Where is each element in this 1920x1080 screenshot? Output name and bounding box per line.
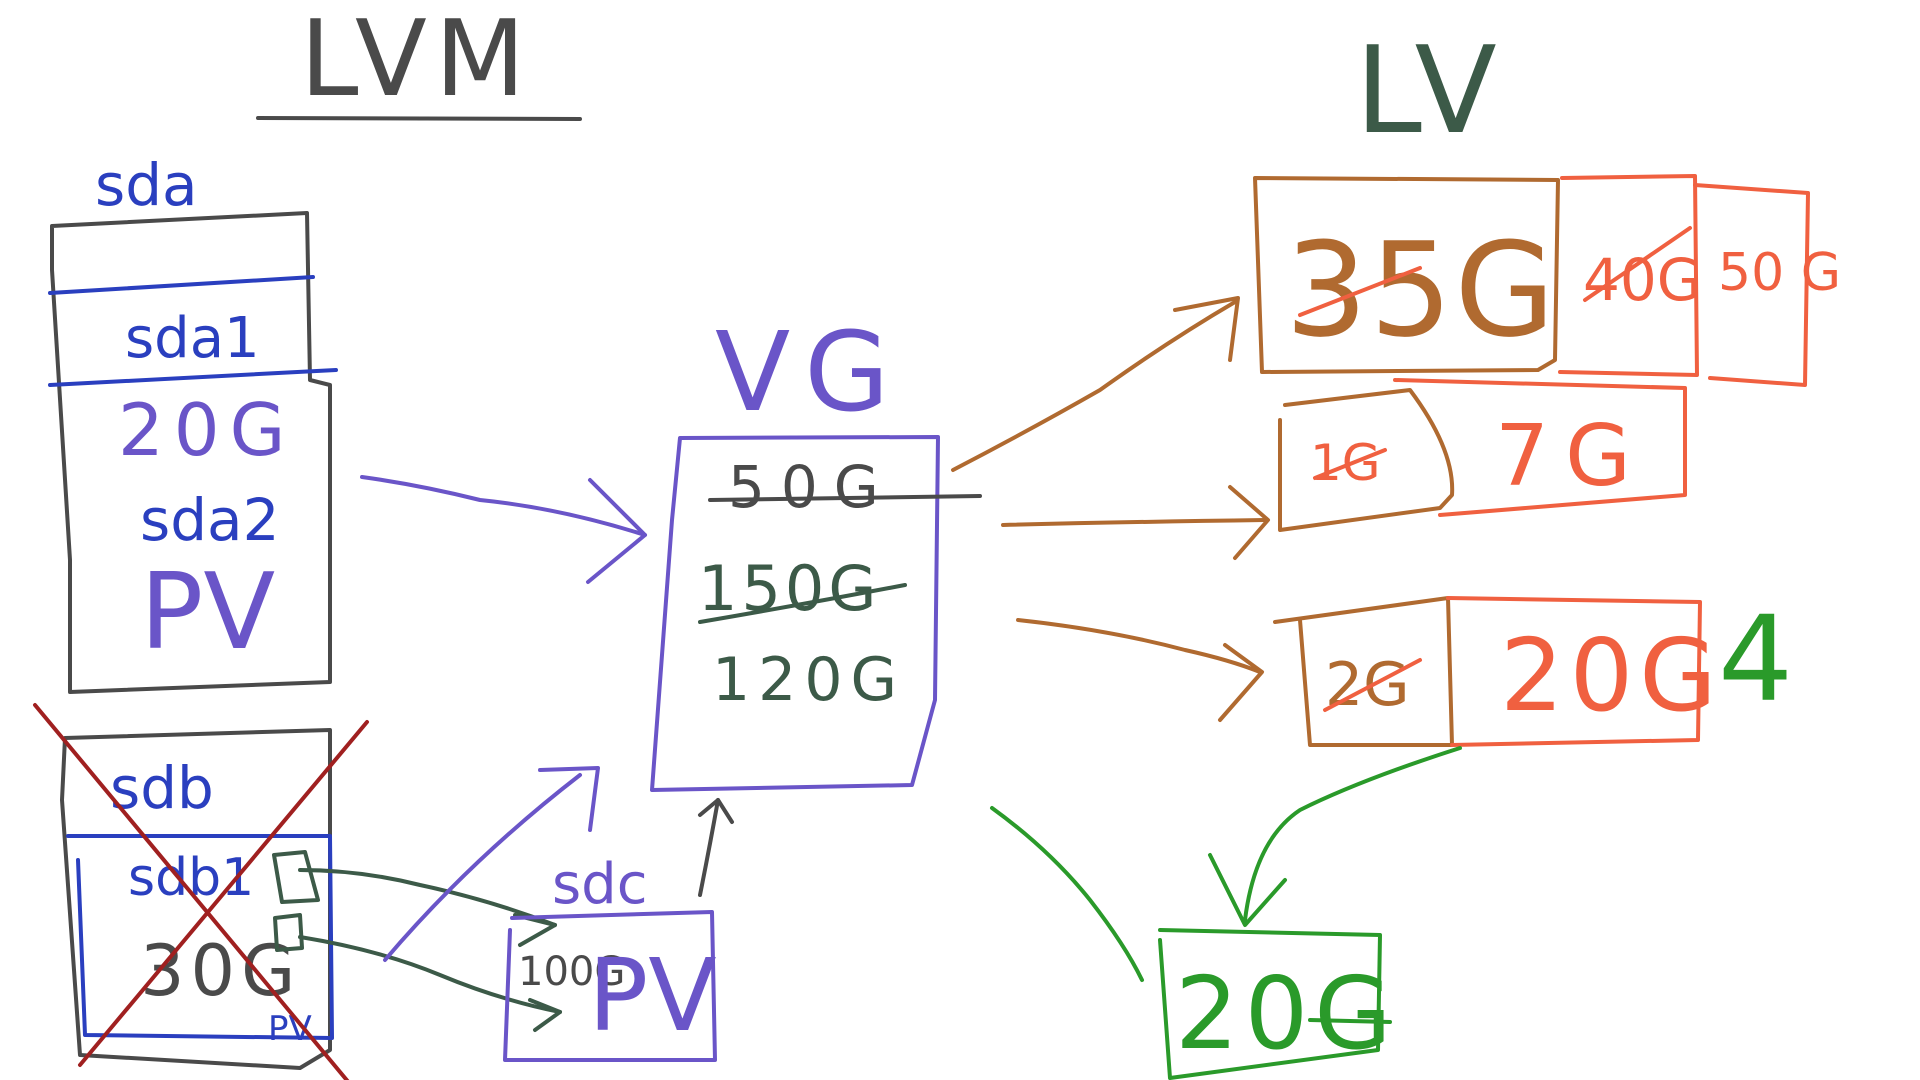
lv3-ext-box <box>1446 596 1702 747</box>
lv2-size-strike <box>1313 448 1387 480</box>
lv1-size-strike <box>1298 266 1422 317</box>
new-lv-size: 20G <box>1175 955 1398 1072</box>
arrow-extent-move-2 <box>298 935 562 1014</box>
sda1-divider-bottom <box>48 368 338 387</box>
arrow-sdb-to-vg <box>383 773 582 962</box>
lv1-ext-size: 40G <box>1583 246 1702 314</box>
vg-size-1: 50G <box>728 453 895 521</box>
arrow-extent-move-2-head <box>528 998 562 1032</box>
new-lv-pointer-line <box>990 806 1144 982</box>
arrow-extent-move-1 <box>298 868 557 927</box>
sda-label: sda <box>95 151 198 219</box>
vg-heading: VG <box>715 308 904 436</box>
diagram-title: LVM <box>300 0 533 120</box>
sda2-label: sda2 <box>140 486 279 554</box>
lv1-size: 35G <box>1285 214 1557 366</box>
lv3-size-strike <box>1323 658 1422 712</box>
sda-box <box>50 211 332 694</box>
lv-heading: LV <box>1355 22 1503 161</box>
sdc-size: 100G <box>518 949 625 995</box>
sdb-size: 30G <box>140 930 301 1012</box>
lv1-ext2-box <box>1693 183 1810 387</box>
sdb-cross-out-1 <box>33 703 350 1080</box>
vg-box <box>650 435 940 792</box>
arrow-lv3-to-new <box>1243 746 1462 922</box>
arrow-sdc-to-vg <box>698 798 720 897</box>
sdc-label: sdc <box>552 852 648 917</box>
sda-pv-label: PV <box>140 551 275 673</box>
extent-square-2 <box>273 913 304 952</box>
lv3-size: 2G <box>1325 650 1410 720</box>
arrow-sdc-to-vg-head <box>698 798 734 824</box>
lv2-ext-box <box>1393 378 1687 517</box>
lv3-ext-size: 20G <box>1500 617 1723 734</box>
sdc-pv-label: PV <box>588 937 717 1054</box>
sda1-label: sda1 <box>125 306 260 371</box>
extent-square-1 <box>272 850 320 904</box>
vg-size-2-strike <box>698 583 907 624</box>
vg-size-2: 150G <box>698 552 880 625</box>
sdb-inner-box <box>66 834 334 1040</box>
lv2-box <box>1278 388 1455 532</box>
lv1-box <box>1253 176 1560 374</box>
sdb-label: sdb <box>110 754 214 822</box>
lv1-ext-box <box>1558 174 1699 377</box>
arrow-vg-to-lv1 <box>951 300 1237 472</box>
lv3-marker: 4 <box>1718 590 1793 728</box>
lv1-ext2-size: 50 G <box>1718 243 1841 303</box>
sdb-cross-out-2 <box>78 720 369 1067</box>
arrow-sdb-to-vg-head <box>538 766 600 832</box>
arrow-sda-to-vg-head <box>586 478 647 584</box>
arrow-vg-to-lv1-head <box>1173 296 1240 362</box>
sda1-divider-top <box>48 275 315 295</box>
arrow-sda-to-vg <box>360 475 647 537</box>
sdb-box <box>60 728 332 1070</box>
title-underline <box>256 116 582 121</box>
arrow-vg-to-lv3 <box>1016 618 1262 674</box>
vg-size-3: 120G <box>712 645 905 715</box>
sda-size: 20G <box>118 388 295 472</box>
vg-size-1-strike <box>708 494 982 502</box>
new-lv-underline <box>1308 1018 1392 1024</box>
new-lv-box <box>1158 928 1382 1080</box>
lv1-ext-size-strike <box>1583 226 1692 302</box>
arrow-vg-to-lv2-head <box>1228 485 1270 560</box>
lv2-ext-size: 7G <box>1495 407 1647 506</box>
arrow-vg-to-lv3-head <box>1218 643 1264 722</box>
lv2-size: 1G <box>1310 434 1381 492</box>
sdc-box <box>503 910 717 1062</box>
sdb1-label: sdb1 <box>128 848 254 908</box>
arrow-vg-to-lv2 <box>1001 518 1267 527</box>
arrow-lv3-to-new-head <box>1208 853 1287 927</box>
